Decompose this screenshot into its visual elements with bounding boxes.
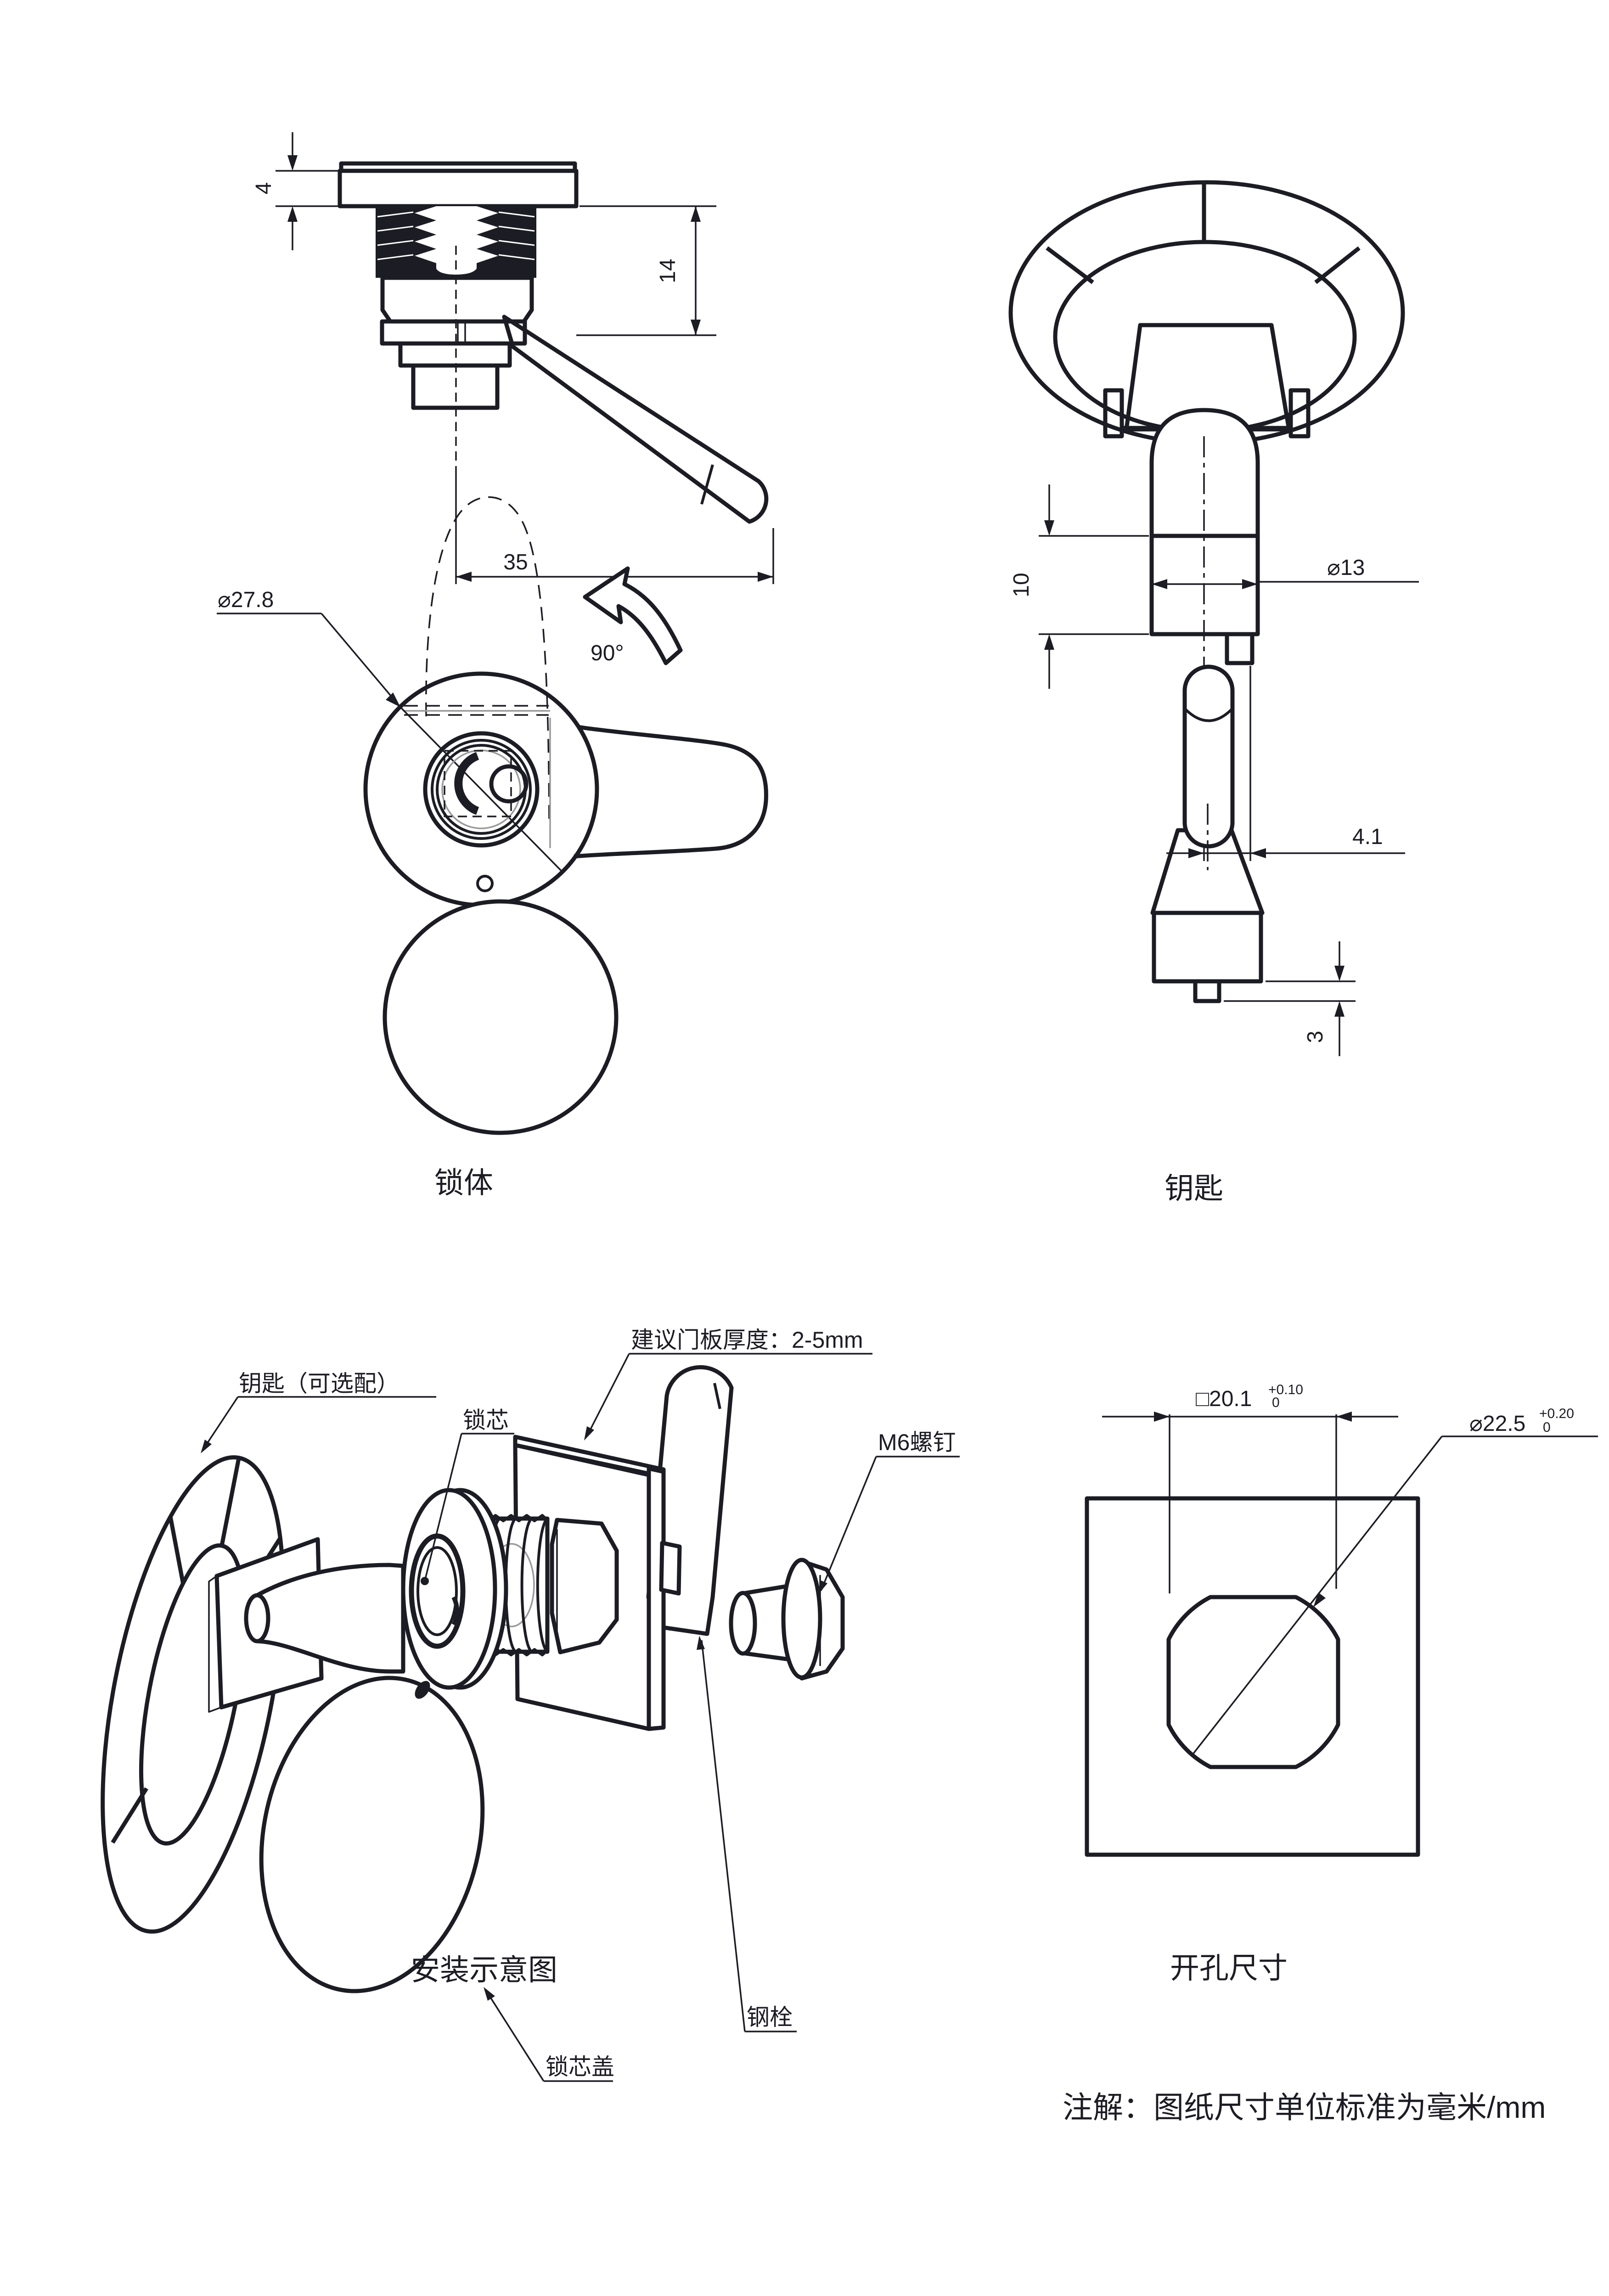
- step-block: [398, 341, 512, 368]
- callout-cover-label: 锁芯盖: [546, 2054, 614, 2080]
- bow-slot-left: [1103, 388, 1124, 439]
- dim-grip-height: 10: [1009, 484, 1149, 689]
- cylinder-bore-inner: [416, 1546, 458, 1636]
- key-silhouette-lines: [404, 705, 549, 716]
- dim-90deg-label: 90°: [591, 641, 624, 665]
- footnote: 注解：图纸尺寸单位标准为毫米/mm: [1063, 2090, 1546, 2124]
- callout-bolt-label: 钢栓: [747, 2004, 793, 2030]
- cylinder-crescent: [451, 1596, 459, 1626]
- thread-lines-right: [498, 211, 535, 260]
- door-panel: [513, 1435, 682, 1731]
- nut-section: [380, 319, 527, 346]
- key-top-view: 10 ⌀13 4.1: [1008, 180, 1419, 861]
- dim-tip-height: 3: [1224, 941, 1356, 1056]
- view-title-installation: 安装示意图: [411, 1953, 557, 1986]
- panel-side-edge: [647, 1466, 666, 1731]
- rotation-arrow-icon: [583, 566, 683, 665]
- cutout-shape: [1166, 1595, 1340, 1769]
- lock-body-side-view: 4 14 35: [252, 132, 774, 584]
- thread-lines-left: [377, 211, 414, 260]
- key-side-block: [1152, 911, 1263, 984]
- dim-10-label: 10: [1009, 573, 1034, 597]
- key-silhouette-dashed: [425, 496, 550, 827]
- dim-d13-label: ⌀13: [1327, 556, 1365, 580]
- ring-1: [423, 731, 540, 848]
- dim-hole-tol-lower: 0: [1543, 1420, 1551, 1435]
- callout-panel-thickness: 建议门板厚度：2-5mm: [584, 1327, 872, 1441]
- neck-section: [380, 276, 534, 324]
- bow-segment-lines: [1046, 182, 1361, 284]
- dim-body-height: 14: [576, 205, 716, 336]
- screw-washer: [781, 1558, 822, 1680]
- key-side-inner-arc: [1184, 708, 1233, 722]
- m6-screw: [729, 1558, 845, 1681]
- key-cone-tip: [244, 1593, 270, 1643]
- cylinder-bore-outer: [409, 1533, 466, 1649]
- view-title-cutout: 开孔尺寸: [1170, 1952, 1288, 1985]
- dim-hole-label: ⌀22.5: [1469, 1412, 1525, 1436]
- dim-square-label: □20.1: [1196, 1387, 1252, 1411]
- bow-grip-insert: [1124, 323, 1291, 432]
- keyway-crescent: [454, 752, 479, 815]
- keyway-pin-circle: [489, 764, 529, 804]
- nut-split-lines: [457, 321, 466, 343]
- panel-top-edge: [513, 1435, 666, 1479]
- keyway-dashed-square: [444, 750, 512, 817]
- cover-disc: [383, 899, 619, 1135]
- view-title-key: 钥匙: [1165, 1172, 1223, 1205]
- key-side-shaft: [1182, 664, 1235, 849]
- callout-key-optional-label: 钥匙（可选配）: [239, 1371, 399, 1396]
- lock-cylinder: [401, 1488, 508, 1690]
- view-title-lock-body: 锁体: [434, 1166, 493, 1199]
- key-tip-stub: [1225, 632, 1255, 665]
- callout-cover: 锁芯盖: [484, 1987, 614, 2082]
- bolt-slot: [659, 1541, 682, 1596]
- dim-square-size: □20.1 +0.10 0: [1102, 1382, 1398, 1593]
- callout-cylinder-label: 锁芯: [463, 1407, 509, 1433]
- cover-disc-pin-hole: [415, 1681, 430, 1699]
- dim-square-tol-upper: +0.10: [1268, 1382, 1303, 1397]
- dim-cam-length: 35: [455, 466, 774, 584]
- callout-key-optional: 钥匙（可选配）: [201, 1371, 436, 1453]
- callout-cylinder: 锁芯: [421, 1407, 514, 1585]
- dim-d278-label: ⌀27.8: [218, 588, 274, 612]
- cam-silhouette: [574, 725, 768, 859]
- bolt-segment-line: [713, 1383, 721, 1409]
- key-cone: [255, 1563, 405, 1674]
- grip-slab-depth: [208, 1575, 222, 1713]
- key-bow-outer: [1008, 180, 1405, 445]
- cam-lever: [502, 315, 769, 524]
- key-side-stub: [1193, 979, 1221, 1003]
- dim-hole-tol-upper: +0.20: [1539, 1406, 1574, 1421]
- dim-face-diameter: ⌀27.8: [217, 588, 563, 872]
- thread-bore: [415, 206, 498, 275]
- dim-hole-diameter: ⌀22.5 +0.20 0: [1192, 1406, 1598, 1756]
- callout-screw-label: M6螺钉: [878, 1429, 956, 1455]
- callout-screw: M6螺钉: [818, 1429, 960, 1594]
- dim-14-label: 14: [656, 259, 680, 283]
- lock-front-view: ⌀27.8 90°: [217, 496, 768, 1135]
- octagon-plug: [550, 1518, 619, 1654]
- dim-4-label: 4: [252, 182, 276, 195]
- dim-square-tol-lower: 0: [1272, 1395, 1280, 1410]
- flange-plate: [338, 169, 579, 208]
- panel-outline: [1085, 1496, 1420, 1857]
- dim-flange-thickness: 4: [252, 132, 342, 250]
- callout-bolt: 钢栓: [697, 1636, 797, 2032]
- installation-view: 钥匙（可选配） 锁芯 建议门板厚度：2-5mm M6螺钉 钢栓: [101, 1327, 960, 2082]
- cover-disc-hole: [476, 875, 494, 892]
- cam-tip-line: [700, 464, 714, 505]
- dim-head-diameter: ⌀13: [1152, 556, 1419, 589]
- cutout-view: □20.1 +0.10 0 ⌀22.5 +0.20 0: [1085, 1382, 1598, 1857]
- callout-panel-label: 建议门板厚度：2-5mm: [631, 1327, 863, 1353]
- screw-shaft-end: [729, 1591, 757, 1656]
- ring-2: [431, 739, 532, 840]
- dim-3-label: 3: [1303, 1031, 1328, 1043]
- dim-41-label: 4.1: [1352, 825, 1383, 849]
- cylinder-cover-disc: [259, 1676, 485, 1993]
- key-side-view: 3: [1150, 664, 1356, 1056]
- dim-35-label: 35: [503, 550, 528, 574]
- bow-slot-right: [1288, 388, 1311, 439]
